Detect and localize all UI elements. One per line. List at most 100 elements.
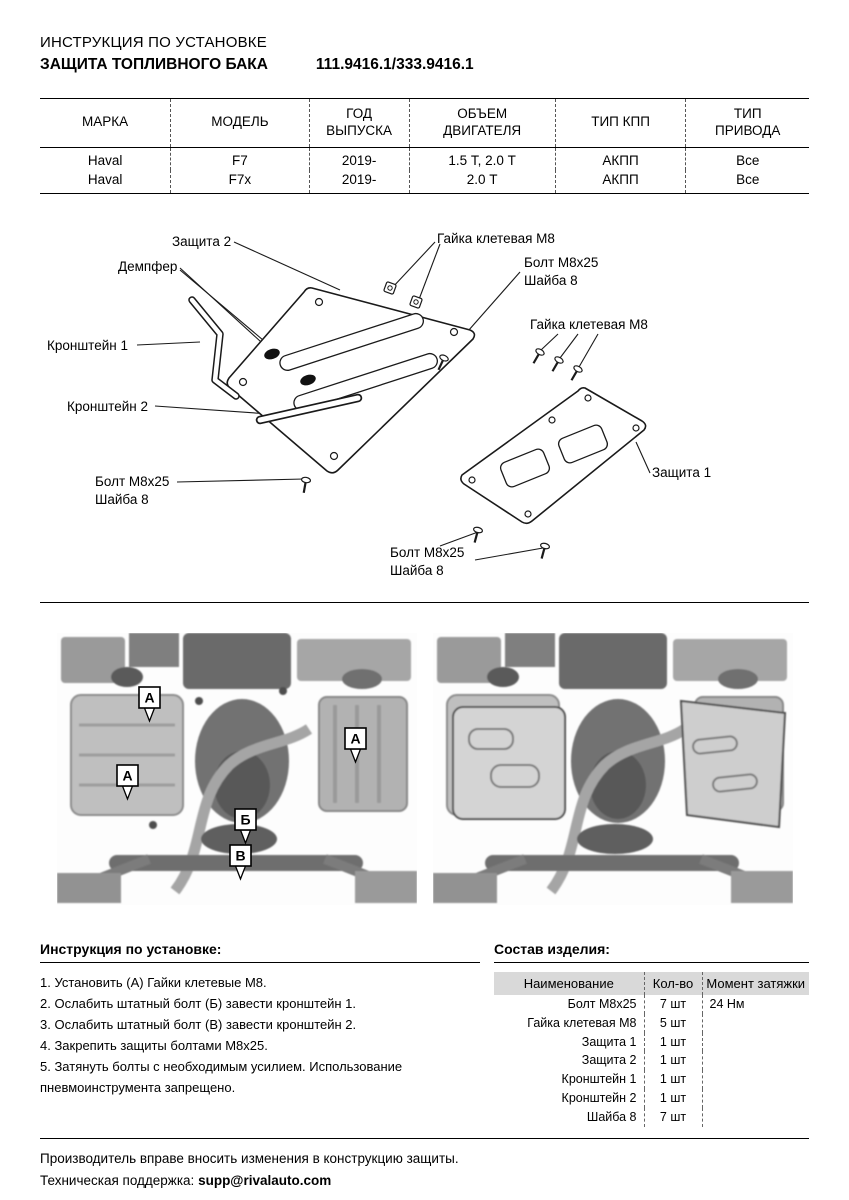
bolt-label: Болт М8х25 — [390, 544, 465, 560]
step-5: 5. Затянуть болты с необходимым усилием.… — [40, 1058, 403, 1095]
label-bracket2: Кронштейн 2 — [67, 398, 148, 414]
parts-header-torque: Момент затяжки — [701, 971, 809, 995]
instructions-title: Инструкция по установке: — [40, 941, 480, 963]
part-qty: 5 шт — [643, 1013, 702, 1033]
spec-cell: 2019- — [308, 169, 410, 194]
part-name: Защита 2 — [581, 1053, 637, 1068]
marker-letter: А — [122, 767, 132, 783]
photos-row: А А А Б — [40, 632, 809, 905]
label-damper: Демпфер — [118, 258, 178, 274]
spec-cell: Haval — [87, 152, 123, 168]
part-torque — [701, 1089, 809, 1108]
spec-header-marka: МАРКА — [40, 98, 171, 148]
spec-row: Haval F7x 2019- 2.0 Т АКПП Все — [40, 169, 809, 194]
part-qty: 1 шт — [643, 1051, 702, 1071]
marker-letter: А — [350, 730, 360, 746]
spec-cell: F7 — [170, 147, 310, 170]
parts-row: Болт М8х25 7 шт 24 Нм — [494, 994, 809, 1014]
spec-cell: 1.5 Т, 2.0 Т — [408, 147, 556, 170]
marker-letter: Б — [240, 811, 250, 827]
doc-type: ИНСТРУКЦИЯ ПО УСТАНОВКЕ — [40, 34, 267, 51]
step-2: 2. Ослабить штатный болт (Б) завести кро… — [40, 995, 356, 1011]
part-qty: 7 шт — [643, 1108, 702, 1127]
label-cage-nut-right: Гайка клетевая М8 — [530, 316, 648, 332]
photo-after-install — [432, 632, 793, 905]
page-title: ЗАЩИТА ТОПЛИВНОГО БАКА — [40, 56, 268, 73]
label-shield1: Защита 1 — [652, 464, 712, 480]
part-name: Гайка клетевая М8 — [527, 1015, 637, 1030]
label-bracket1: Кронштейн 1 — [47, 337, 128, 353]
parts-header-qty: Кол-во — [643, 971, 702, 995]
parts-row: Шайба 8 7 шт — [494, 1108, 809, 1127]
label-bolt-washer-left: Болт М8х25 Шайба 8 — [95, 473, 169, 509]
spec-header-engine: ОБЪЕМ ДВИГАТЕЛЯ — [408, 98, 556, 148]
parts-row: Кронштейн 1 1 шт — [494, 1070, 809, 1090]
part-name: Болт М8х25 — [567, 996, 637, 1011]
parts-header-row: Наименование Кол-во Момент затяжки — [494, 971, 809, 995]
parts-row: Гайка клетевая М8 5 шт — [494, 1013, 809, 1033]
part-name: Кронштейн 1 — [561, 1072, 637, 1087]
bottom-section: Инструкция по установке: 1. Установить (… — [40, 941, 809, 1127]
spec-cell: 2.0 Т — [408, 169, 556, 194]
exploded-diagram: Защита 2 Гайка клетевая М8 Демпфер Болт … — [40, 230, 809, 602]
spec-cell: Все — [685, 147, 809, 170]
parts-list: Состав изделия: Наименование Кол-во Моме… — [494, 941, 809, 1127]
marker-v: В — [228, 843, 252, 881]
parts-row: Защита 1 1 шт — [494, 1032, 809, 1052]
install-instructions: Инструкция по установке: 1. Установить (… — [40, 941, 480, 1127]
footer-support: Техническая поддержка: supp@rivalauto.co… — [40, 1170, 809, 1192]
marker-a2: А — [343, 726, 367, 764]
diagram-drawing — [136, 241, 651, 561]
spec-header-model: МОДЕЛЬ — [170, 98, 310, 148]
step-4: 4. Закрепить защиты болтами М8х25. — [40, 1037, 268, 1053]
step-3: 3. Ослабить штатный болт (В) завести кро… — [40, 1016, 357, 1032]
washer-label: Шайба 8 — [524, 272, 578, 288]
part-qty: 7 шт — [643, 994, 702, 1014]
bracket1-drawing — [188, 296, 240, 400]
marker-letter: А — [144, 689, 154, 705]
spec-cell: АКПП — [554, 169, 686, 194]
part-number: 111.9416.1/333.9416.1 — [315, 56, 474, 73]
marker-a3: А — [115, 763, 139, 801]
footer: Производитель вправе вносить изменения в… — [40, 1138, 809, 1193]
part-torque — [701, 1013, 809, 1033]
part-torque: 24 Нм — [701, 994, 809, 1014]
marker-b: Б — [233, 807, 257, 845]
spec-cell: Haval — [87, 171, 123, 187]
parts-header-name: Наименование — [494, 971, 644, 995]
part-torque — [701, 1032, 809, 1052]
parts-table: Наименование Кол-во Момент затяжки Болт … — [494, 971, 809, 1127]
marker-a1: А — [137, 685, 161, 723]
support-label: Техническая поддержка: — [40, 1173, 195, 1189]
vehicle-spec-table: МАРКА МОДЕЛЬ ГОД ВЫПУСКА ОБЪЕМ ДВИГАТЕЛЯ… — [40, 98, 809, 194]
spec-cell: F7x — [170, 169, 310, 194]
part-torque — [701, 1070, 809, 1090]
spec-header-drive: ТИП ПРИВОДА — [685, 98, 809, 148]
parts-row: Кронштейн 2 1 шт — [494, 1089, 809, 1108]
parts-row: Защита 2 1 шт — [494, 1051, 809, 1071]
part-name: Шайба 8 — [586, 1110, 637, 1124]
part-torque — [701, 1051, 809, 1071]
spec-row: Haval F7 2019- 1.5 Т, 2.0 Т АКПП Все — [40, 147, 809, 170]
spec-cell: 2019- — [308, 147, 410, 170]
washer-label: Шайба 8 — [95, 491, 149, 507]
photo-before-install: А А А Б — [56, 632, 417, 905]
shield2-drawing — [226, 280, 476, 474]
instructions-steps: 1. Установить (А) Гайки клетевые М8. 2. … — [40, 972, 480, 1098]
part-torque — [701, 1108, 809, 1127]
step-1: 1. Установить (А) Гайки клетевые М8. — [40, 974, 267, 990]
part-qty: 1 шт — [643, 1070, 702, 1090]
spec-header-row: МАРКА МОДЕЛЬ ГОД ВЫПУСКА ОБЪЕМ ДВИГАТЕЛЯ… — [40, 98, 809, 148]
support-email: supp@rivalauto.com — [198, 1173, 332, 1189]
spec-header-gearbox: ТИП КПП — [554, 98, 686, 148]
part-qty: 1 шт — [643, 1089, 702, 1108]
bolt-label: Болт М8х25 — [524, 254, 599, 270]
part-qty: 1 шт — [643, 1032, 702, 1052]
label-bolt-washer-top: Болт М8х25 Шайба 8 — [524, 254, 598, 290]
label-cage-nut-top: Гайка клетевая М8 — [437, 230, 555, 246]
spec-cell: Все — [685, 169, 809, 194]
label-bolt-washer-bottom: Болт М8х25 Шайба 8 — [390, 544, 464, 580]
washer-label: Шайба 8 — [390, 562, 444, 578]
label-shield2: Защита 2 — [172, 233, 232, 249]
